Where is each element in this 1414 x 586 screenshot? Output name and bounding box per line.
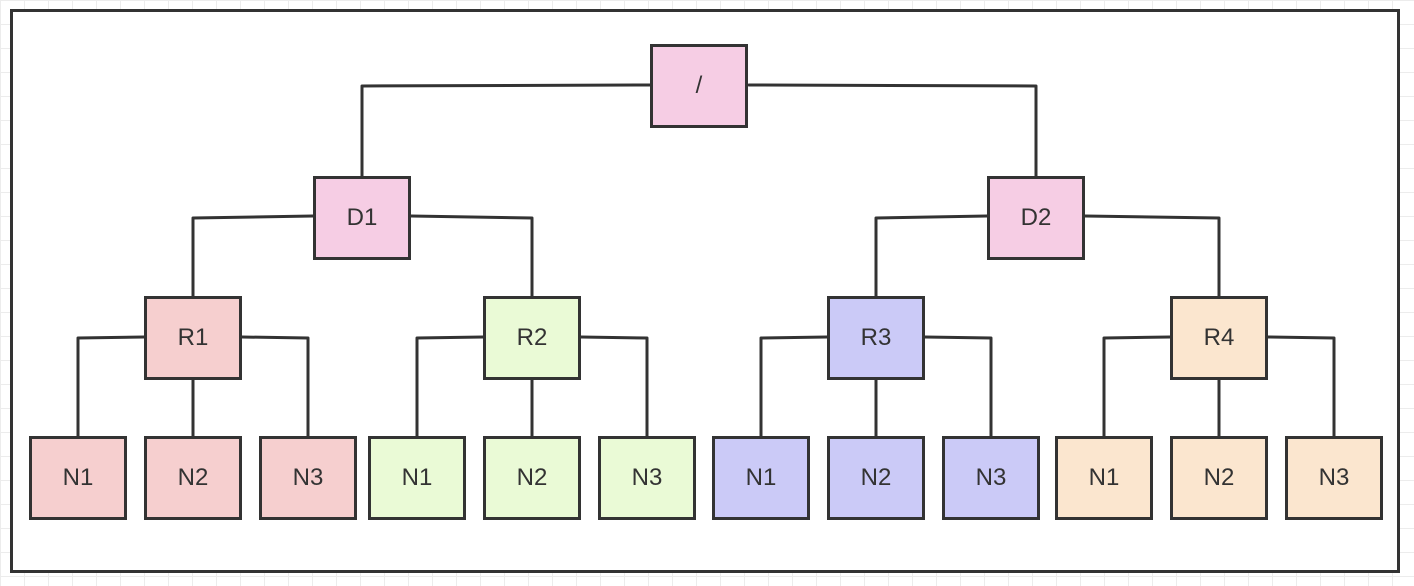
node-r1: R1 <box>144 296 242 380</box>
node-r1-n1-label: N1 <box>62 464 94 491</box>
node-r1-n1: N1 <box>29 436 127 520</box>
node-r1-n2-label: N2 <box>177 464 209 491</box>
node-r3-label: R3 <box>860 324 892 351</box>
node-r2-n3-label: N3 <box>631 464 663 491</box>
node-r3-n2-label: N2 <box>860 464 892 491</box>
node-r1-n2: N2 <box>144 436 242 520</box>
node-r4-n3: N3 <box>1285 436 1383 520</box>
node-r4: R4 <box>1170 296 1268 380</box>
node-d2: D2 <box>987 176 1085 260</box>
node-d2-label: D2 <box>1020 204 1052 231</box>
node-r1-label: R1 <box>177 324 209 351</box>
node-root-label: / <box>695 72 703 99</box>
node-r3-n3-label: N3 <box>975 464 1007 491</box>
node-r1-n3: N3 <box>259 436 357 520</box>
node-r4-n3-label: N3 <box>1318 464 1350 491</box>
node-r3: R3 <box>827 296 925 380</box>
node-d1: D1 <box>313 176 411 260</box>
node-r4-label: R4 <box>1203 324 1235 351</box>
node-r2-n1: N1 <box>368 436 466 520</box>
node-r4-n1: N1 <box>1055 436 1153 520</box>
node-r1-n3-label: N3 <box>292 464 324 491</box>
node-root: / <box>650 44 748 128</box>
node-r2-n3: N3 <box>598 436 696 520</box>
node-r2-n2: N2 <box>483 436 581 520</box>
node-r3-n3: N3 <box>942 436 1040 520</box>
node-d1-label: D1 <box>346 204 378 231</box>
node-r3-n1: N1 <box>712 436 810 520</box>
node-r2: R2 <box>483 296 581 380</box>
node-r4-n1-label: N1 <box>1088 464 1120 491</box>
node-r4-n2: N2 <box>1170 436 1268 520</box>
node-r2-n2-label: N2 <box>516 464 548 491</box>
node-r2-label: R2 <box>516 324 548 351</box>
node-r2-n1-label: N1 <box>401 464 433 491</box>
node-r3-n2: N2 <box>827 436 925 520</box>
node-r4-n2-label: N2 <box>1203 464 1235 491</box>
node-r3-n1-label: N1 <box>745 464 777 491</box>
